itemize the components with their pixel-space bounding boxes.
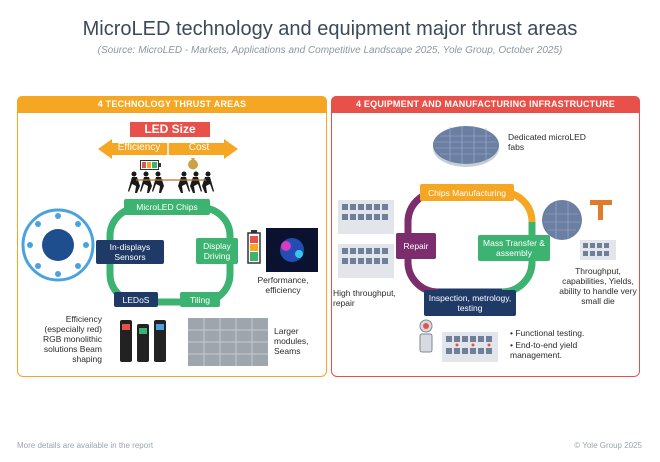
in-display-sensors-icon xyxy=(21,208,95,282)
ledos-devices-icon xyxy=(120,320,166,362)
bullet-yield-management: • End-to-end yield management. xyxy=(510,340,578,360)
technology-panel-header: 4 TECHNOLOGY THRUST AREAS xyxy=(17,96,327,113)
bullet-functional-testing: • Functional testing. xyxy=(510,328,585,338)
wafer-icon xyxy=(433,126,499,167)
caption-efficiency-red: Efficiency (especially red) RGB monolith… xyxy=(42,314,102,364)
tiled-modules-icon xyxy=(188,318,268,366)
caption-performance: Performance, efficiency xyxy=(257,275,309,295)
caption-throughput-repair: High throughput, repair xyxy=(333,288,396,308)
node-microled-chips: MicroLED Chips xyxy=(124,199,210,215)
node-chips-manufacturing: Chips Manufacturing xyxy=(420,184,514,201)
tug-of-war-icon xyxy=(128,171,214,193)
mass-transfer-wafer-icon xyxy=(542,200,616,260)
inspection-robot-icon xyxy=(419,319,498,362)
footer-copyright: © Yole Group 2025 xyxy=(574,441,642,450)
caption-throughput-capabilities: Throughput, capabilities, Yields, abilit… xyxy=(559,266,637,306)
led-size-banner: LED Size xyxy=(130,122,210,137)
repair-equipment-icon xyxy=(338,200,394,278)
node-repair: Repair xyxy=(396,233,436,259)
node-display-driving: Display Driving xyxy=(196,238,238,264)
caption-larger-modules: Larger modules, Seams xyxy=(274,326,309,356)
node-in-displays-sensors: In-displays Sensors xyxy=(96,240,164,264)
display-image-icon xyxy=(266,228,318,272)
equipment-panel-header: 4 EQUIPMENT AND MANUFACTURING INFRASTRUC… xyxy=(331,96,640,113)
efficiency-cost-arrow xyxy=(98,139,238,159)
caption-yield-management: End-to-end yield management. xyxy=(510,340,578,360)
battery-icon xyxy=(140,160,161,170)
page-title: MicroLED technology and equipment major … xyxy=(82,18,578,40)
page-subtitle: (Source: MicroLED - Markets, Application… xyxy=(97,45,563,56)
node-ledos: LEDoS xyxy=(114,292,158,307)
caption-dedicated-fabs: Dedicated microLED fabs xyxy=(508,132,586,152)
node-tiling: Tiling xyxy=(180,292,220,307)
footer-note: More details are available in the report xyxy=(17,441,154,450)
caption-functional-testing: Functional testing. xyxy=(515,328,585,338)
cost-label: Cost xyxy=(188,142,210,153)
efficiency-label: Efficiency xyxy=(117,142,161,153)
node-mass-transfer: Mass Transfer & assembly xyxy=(478,235,550,261)
battery-vertical-icon xyxy=(247,230,261,264)
money-bag-icon xyxy=(188,158,198,170)
node-inspection: Inspection, metrology, testing xyxy=(424,290,516,316)
